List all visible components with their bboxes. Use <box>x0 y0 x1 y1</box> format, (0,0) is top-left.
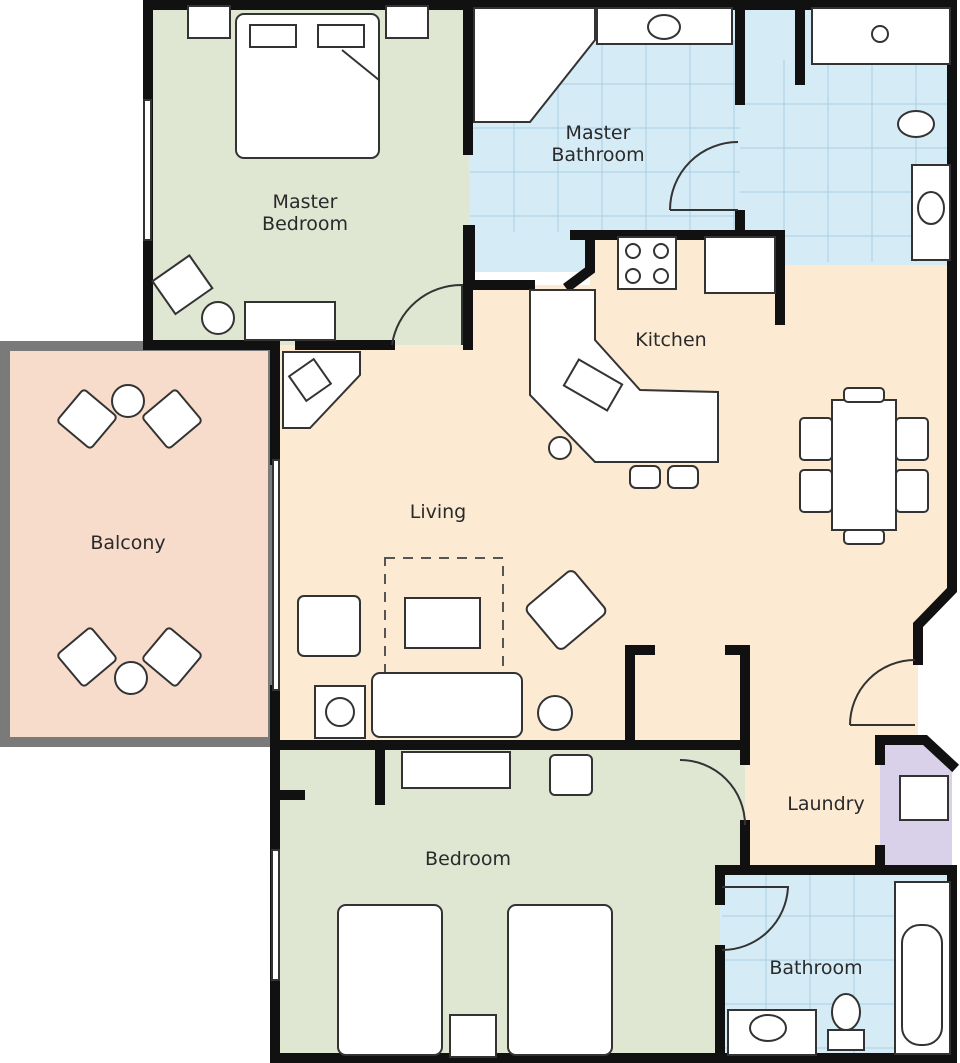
room-label-master-bedroom: Bedroom <box>262 213 348 235</box>
door-swing <box>721 886 790 952</box>
sink <box>749 1014 787 1042</box>
shower-drain <box>871 25 889 43</box>
room-label-laundry: Laundry <box>787 793 864 815</box>
room-label-bathroom: Bathroom <box>769 957 862 979</box>
room-label-bedroom: Bedroom <box>425 848 511 870</box>
room-label-living: Living <box>410 501 467 523</box>
bar-stool <box>629 465 661 489</box>
tv <box>287 357 333 403</box>
twin-bed <box>337 904 443 1056</box>
door-swing <box>849 659 916 726</box>
sliding-door <box>272 459 280 691</box>
armchair <box>151 254 214 316</box>
room-label-kitchen: Kitchen <box>635 329 706 351</box>
dining-table <box>831 399 897 531</box>
toilet-tank <box>827 1029 865 1051</box>
stove <box>617 236 677 290</box>
kitchen-sink <box>562 358 624 412</box>
armchair <box>525 570 607 650</box>
door-swing <box>391 283 463 346</box>
tub-basin <box>901 924 943 1046</box>
window <box>271 849 280 981</box>
sofa <box>371 672 523 738</box>
toilet <box>831 993 861 1031</box>
room-label-master-bedroom: Master <box>273 191 338 213</box>
chair <box>549 754 593 796</box>
door-swing <box>679 759 746 826</box>
washer-dryer <box>899 775 949 821</box>
nightstand <box>385 5 429 39</box>
walls <box>143 0 960 1063</box>
kitchen-counter <box>529 289 719 463</box>
window <box>143 99 152 241</box>
room-label-master-bathroom: Master <box>566 122 631 144</box>
nightstand <box>449 1014 497 1058</box>
refrigerator <box>704 236 776 294</box>
toilet <box>897 110 935 138</box>
bar-stool <box>548 436 572 460</box>
armchair <box>297 595 361 657</box>
room-label-master-bathroom: Bathroom <box>551 144 644 166</box>
coffee-table <box>404 597 481 649</box>
bar-stool <box>667 465 699 489</box>
dining-chairs <box>799 387 929 545</box>
nightstand <box>187 5 231 39</box>
dresser <box>244 301 336 341</box>
master-bed <box>235 13 380 159</box>
twin-bed <box>507 904 613 1056</box>
desk <box>401 751 511 789</box>
corner-tub <box>473 7 596 123</box>
end-table <box>314 685 366 739</box>
balcony-furniture <box>57 384 202 695</box>
door-swing <box>669 141 739 211</box>
room-label-balcony: Balcony <box>90 532 165 554</box>
master-bathroom-floor <box>468 0 952 272</box>
sink <box>917 191 945 225</box>
lamp <box>537 695 573 731</box>
sink <box>647 14 681 40</box>
lamp <box>201 301 235 335</box>
